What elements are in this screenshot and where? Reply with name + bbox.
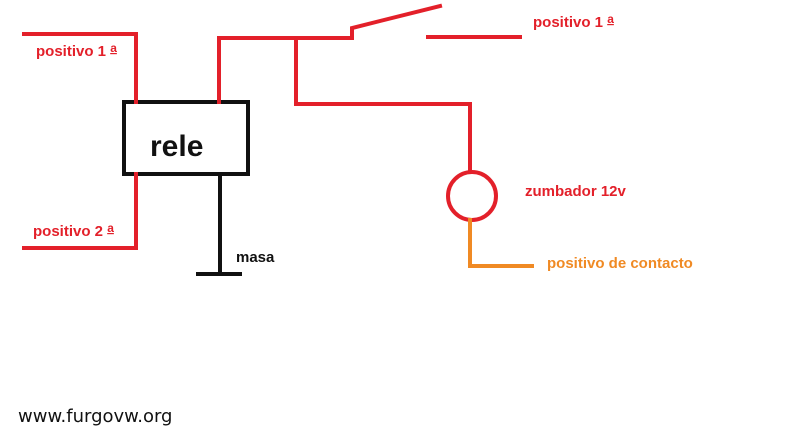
label-positivo1-left: positivo 1 a [36, 41, 117, 60]
watermark-text: www.furgovw.org [18, 406, 172, 427]
label-positivo1-right: positivo 1 a [533, 12, 614, 31]
wire-relay-to-switch [217, 36, 354, 104]
buzzer-symbol [446, 170, 498, 222]
wire-branch-buzzer [294, 36, 472, 174]
switch-contact [350, 3, 443, 40]
label-zumbador: zumbador 12v [525, 183, 627, 200]
wire-positivo2 [22, 172, 138, 250]
relay-label: rele [150, 130, 203, 163]
label-positivo2: positivo 2 a [33, 221, 114, 240]
wire-positivo1-left [22, 32, 138, 104]
label-masa: masa [236, 249, 275, 266]
relay-box [122, 100, 250, 176]
wire-positivo-contacto [468, 218, 534, 268]
label-positivo-contacto: positivo de contacto [547, 255, 693, 272]
